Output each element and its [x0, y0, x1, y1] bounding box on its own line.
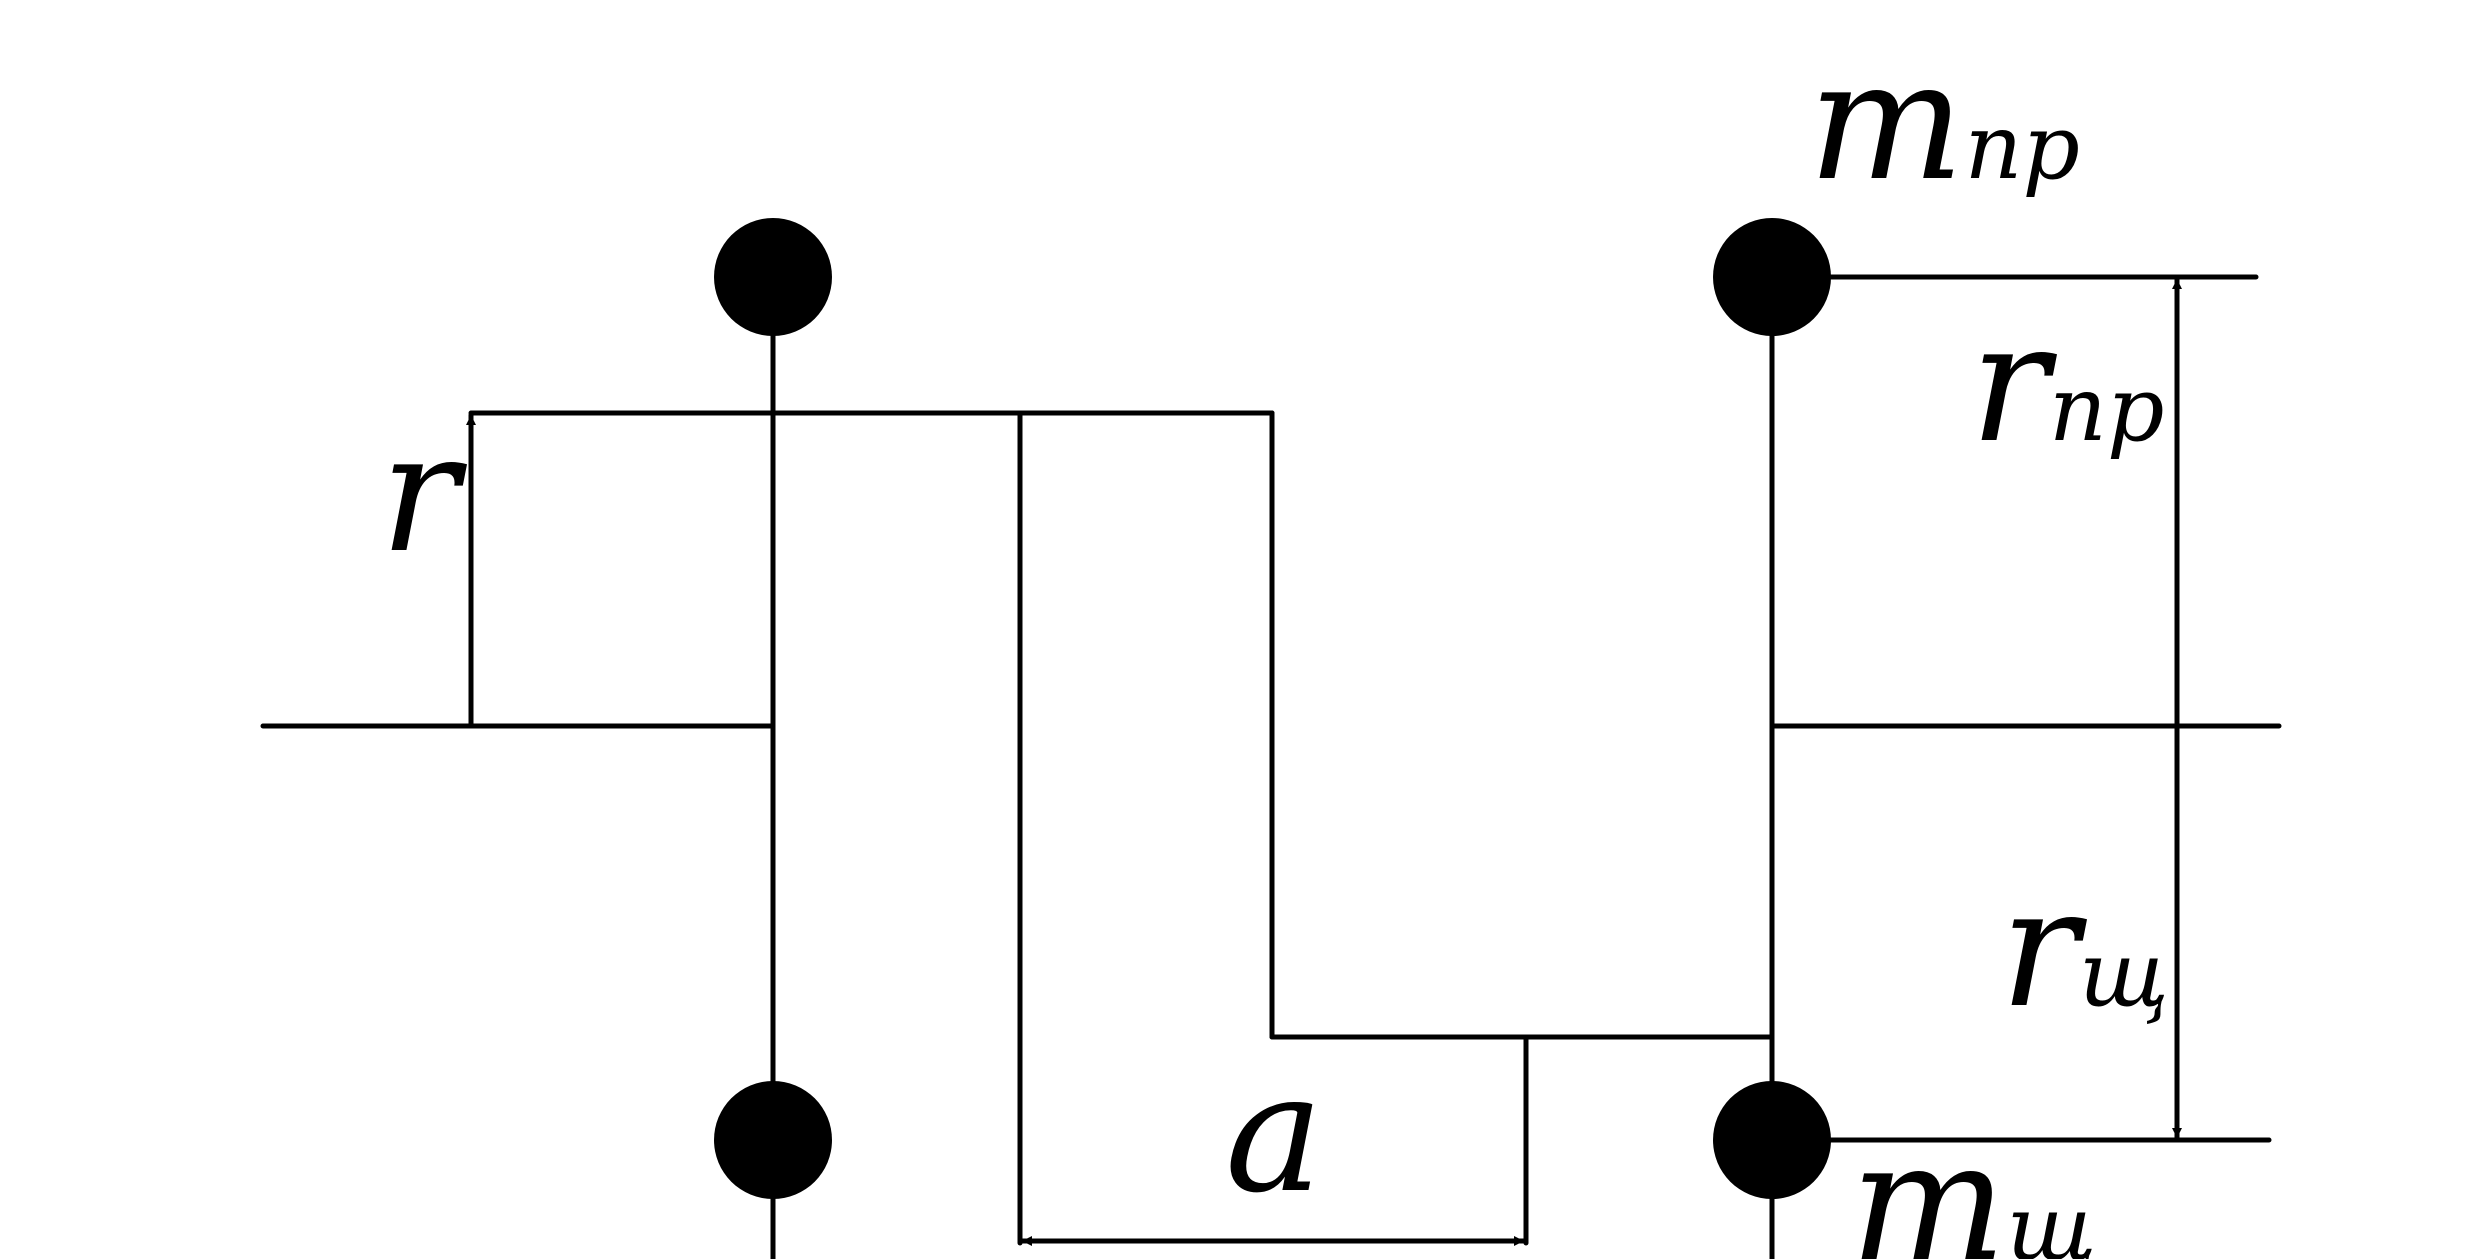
- m-sch-label: mщ: [1850, 1106, 2097, 1259]
- r-pr-label-sub: пр: [2049, 357, 2165, 462]
- m-pr-label: mпр: [1808, 25, 2080, 217]
- a-label: a: [1225, 1037, 1323, 1229]
- bottom-left-mass-dot: [714, 1081, 832, 1199]
- m-sch-label-base: m: [1850, 1106, 2006, 1259]
- r-label: r: [380, 397, 468, 589]
- m-pr-mass-dot: [1713, 218, 1831, 336]
- r-sch-label-base: r: [2000, 852, 2088, 1044]
- r-pr-label: rпр: [1970, 287, 2164, 479]
- r-pr-label-base: r: [1970, 287, 2058, 479]
- top-left-mass-dot: [714, 218, 832, 336]
- m-sch-label-sub: щ: [2006, 1176, 2096, 1259]
- m-pr-label-base: m: [1808, 25, 1964, 217]
- r-sch-label: rщ: [2000, 852, 2169, 1044]
- m-sch-mass-dot: [1713, 1081, 1831, 1199]
- m-pr-label-sub: пр: [1964, 95, 2080, 200]
- r-sch-label-sub: щ: [2079, 922, 2169, 1027]
